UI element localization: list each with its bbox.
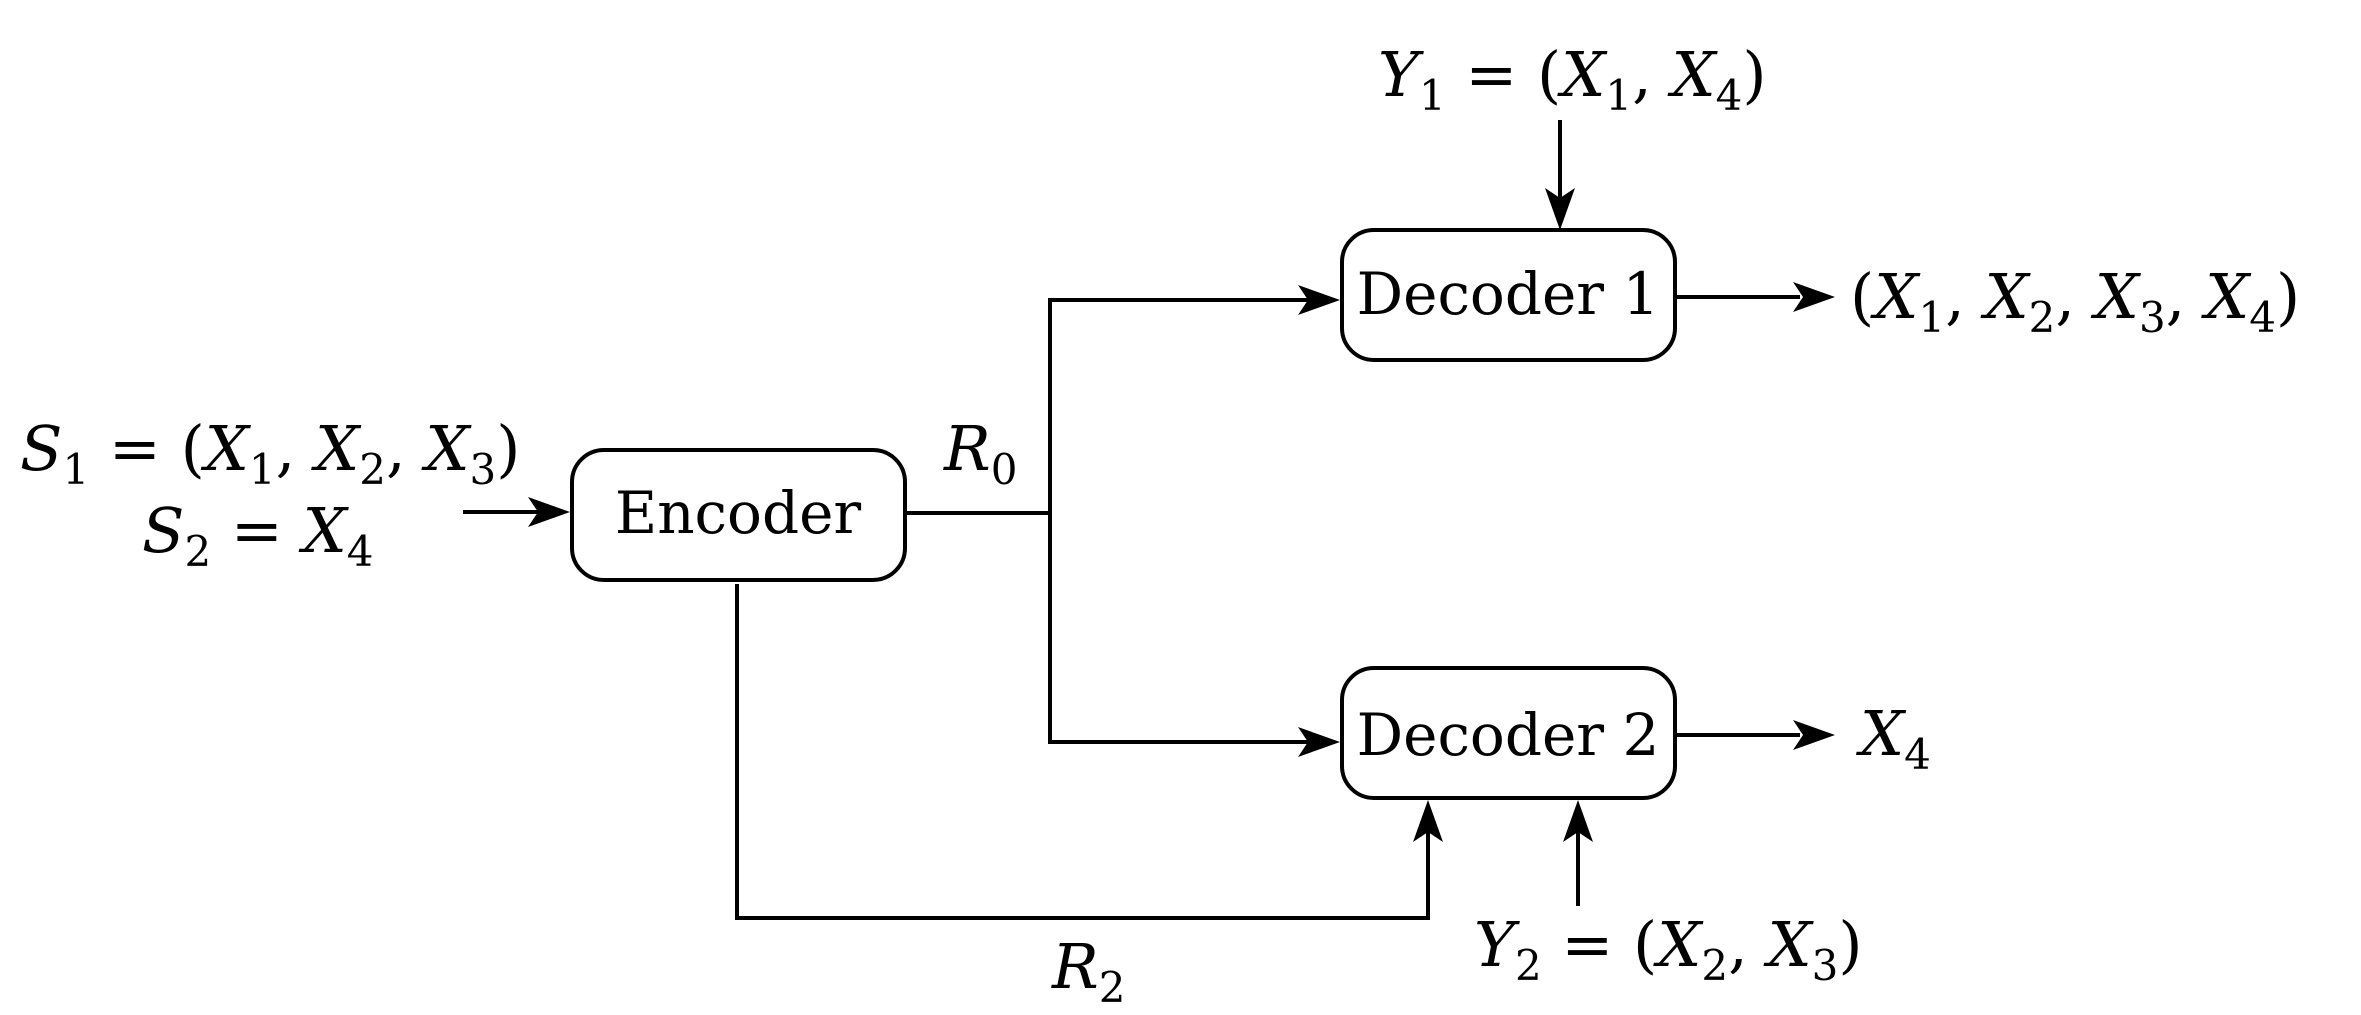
arrowhead-R2-into-decoder2 bbox=[1413, 800, 1443, 842]
encoder-label: Encoder bbox=[615, 479, 862, 547]
label-Y2: Y2 = (X2, X3) bbox=[1474, 908, 1863, 990]
label-S2: S2 = X4 bbox=[142, 494, 373, 576]
label-Y1: Y1 = (X1, X4) bbox=[1378, 38, 1767, 120]
label-decoder2-output: X4 bbox=[1856, 697, 1931, 779]
connections bbox=[463, 120, 1835, 920]
decoder1-label: Decoder 1 bbox=[1357, 260, 1660, 328]
label-decoder1-output: (X1, X2, X3, X4) bbox=[1850, 260, 2300, 342]
decoder2-label: Decoder 2 bbox=[1357, 701, 1660, 769]
wire-R0-to-decoder2 bbox=[1048, 513, 1310, 744]
wire-R0-trunk bbox=[905, 298, 1310, 515]
label-S1: S1 = (X1, X2, X3) bbox=[20, 412, 520, 494]
decoder1-block: Decoder 1 bbox=[1340, 228, 1677, 362]
arrowhead-to-decoder2-left bbox=[1298, 727, 1340, 757]
input-arrowhead bbox=[528, 497, 570, 527]
arrowhead-Y2-into-decoder2 bbox=[1563, 800, 1593, 842]
wire-R2-to-decoder2 bbox=[735, 584, 1430, 920]
decoder2-block: Decoder 2 bbox=[1340, 666, 1677, 800]
label-R0: R0 bbox=[943, 412, 1017, 494]
arrowhead-Y1-into-decoder1 bbox=[1545, 188, 1575, 230]
arrowhead-decoder1-output bbox=[1793, 282, 1835, 312]
encoder-block: Encoder bbox=[570, 448, 907, 582]
arrowhead-to-decoder1 bbox=[1298, 285, 1340, 315]
arrowhead-decoder2-output bbox=[1793, 720, 1835, 750]
label-R2: R2 bbox=[1051, 930, 1125, 1012]
